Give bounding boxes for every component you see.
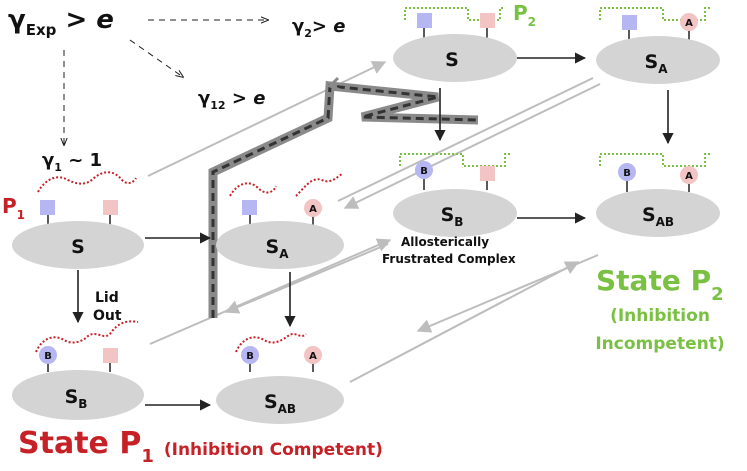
svg-text:γExp > e: γExp > e [8,5,114,39]
svg-text:B: B [420,166,428,177]
gamma-arrows [64,20,268,145]
svg-text:Out: Out [93,308,122,324]
lid-p1-label: P1 [2,194,25,222]
gamma-12-label: γ12 > e [198,88,265,112]
node-s-p2: S [393,7,517,82]
node-sb-p2: B SB [393,153,517,237]
reaction-arrows [72,52,674,411]
svg-text:A: A [685,18,693,29]
node-sab-p1: B A SAB [216,333,344,424]
node-sb-p1: B SB [12,320,144,420]
svg-text:B: B [44,351,52,362]
svg-text:SB: SB [441,204,464,229]
svg-text:State P2: State P2 [596,264,724,305]
svg-text:Lid: Lid [95,290,119,306]
svg-text:S: S [71,236,85,258]
lid-p2-label: P2 [513,1,536,29]
svg-text:A: A [309,351,317,362]
svg-text:A: A [309,204,317,215]
svg-text:Frustrated Complex: Frustrated Complex [382,252,516,266]
svg-text:B: B [623,168,631,179]
svg-text:γ1 ~ 1: γ1 ~ 1 [42,150,102,174]
node-sa-p2: A SA [596,7,720,84]
state-p1-title: State P1(Inhibition Competent) [18,426,383,467]
svg-text:γ12 > e: γ12 > e [198,88,265,112]
svg-text:Incompetent): Incompetent) [595,334,724,354]
svg-text:SAB: SAB [642,204,674,229]
frustrated-complex-label: Allosterically Frustrated Complex [382,235,516,266]
gamma-2-label: γ2> e [292,16,346,40]
site-a-empty [103,200,118,215]
svg-text:SA: SA [266,236,290,261]
frustrated-pathway [208,76,479,318]
svg-text:Allosterically: Allosterically [401,235,489,249]
svg-text:A: A [685,171,693,182]
node-s-p1: S [12,171,144,269]
svg-text:SAB: SAB [264,391,296,416]
svg-text:B: B [246,351,254,362]
svg-text:SA: SA [645,51,669,76]
svg-text:S: S [445,49,459,71]
node-sa-p1: A SA [216,173,344,269]
svg-text:(Inhibition: (Inhibition [610,306,710,326]
lid-out-label: Lid Out [93,290,122,324]
equilibrium-arrows [147,61,601,383]
svg-text:γ2> e: γ2> e [292,16,346,40]
lid-p1-closed [37,171,137,193]
gamma-exp-label: γExp > e [8,5,114,39]
svg-text:SB: SB [65,386,88,411]
site-b-empty [40,200,55,215]
lid-p2-open [404,7,505,21]
ligand-a [304,199,322,217]
gamma-1-label: γ1 ~ 1 [42,150,102,174]
ligand-b [39,346,57,364]
node-sab-p2: B A SAB [596,153,720,237]
state-p2-title: State P2 (Inhibition Incompetent) [595,264,724,354]
